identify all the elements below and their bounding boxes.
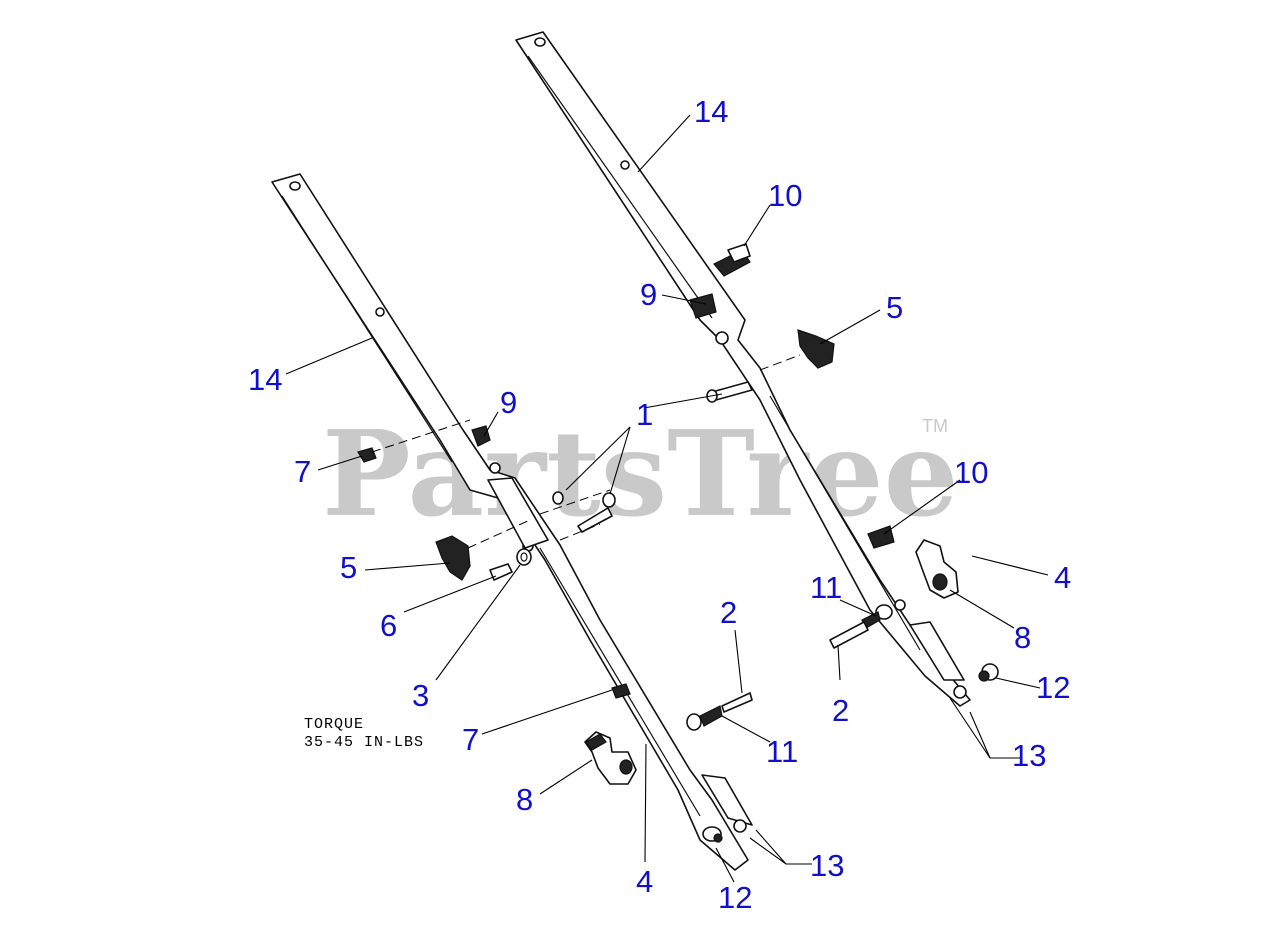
watermark-trademark: TM	[922, 416, 948, 436]
callout-6[interactable]: 6	[380, 608, 397, 643]
torque-note-line1: TORQUE	[304, 716, 364, 733]
left-bracket-hardware	[357, 425, 753, 843]
callout-labels: 14 10 9 5 1 14 9 7 10 4 8 11 2 12 2 13 5…	[248, 94, 1071, 915]
callout-14-left[interactable]: 14	[248, 362, 282, 397]
alignment-lines	[371, 354, 801, 549]
callout-3[interactable]: 3	[412, 678, 429, 713]
callout-11-right[interactable]: 11	[810, 570, 842, 605]
callout-11-left[interactable]: 11	[766, 734, 798, 769]
callout-9-right[interactable]: 9	[640, 277, 657, 312]
watermark-text: PartsTree	[322, 404, 959, 543]
callout-7-lower[interactable]: 7	[462, 722, 479, 757]
right-handle-tube	[515, 31, 971, 707]
callout-14-right[interactable]: 14	[694, 94, 728, 129]
callout-10-lower[interactable]: 10	[954, 455, 988, 490]
callout-5-left[interactable]: 5	[340, 550, 357, 585]
callout-8-right[interactable]: 8	[1014, 620, 1031, 655]
callout-12-right[interactable]: 12	[1036, 670, 1070, 705]
callout-9-left[interactable]: 9	[500, 385, 517, 420]
callout-5-right[interactable]: 5	[886, 290, 903, 325]
callout-1[interactable]: 1	[636, 397, 653, 432]
callout-7-top[interactable]: 7	[294, 454, 311, 489]
callout-8-left[interactable]: 8	[516, 782, 533, 817]
callout-4-left[interactable]: 4	[636, 864, 653, 899]
callout-2-lower[interactable]: 2	[832, 693, 849, 728]
right-handle-hardware	[689, 243, 999, 682]
callout-4-right[interactable]: 4	[1054, 560, 1071, 595]
torque-note-line2: 35-45 IN-LBS	[304, 734, 424, 751]
callout-13-right[interactable]: 13	[1012, 738, 1046, 773]
leader-lines	[285, 114, 1049, 883]
callout-10-top[interactable]: 10	[768, 178, 802, 213]
callout-13-left[interactable]: 13	[810, 848, 844, 883]
callout-12-left[interactable]: 12	[718, 880, 752, 915]
callout-2-upper[interactable]: 2	[720, 595, 737, 630]
